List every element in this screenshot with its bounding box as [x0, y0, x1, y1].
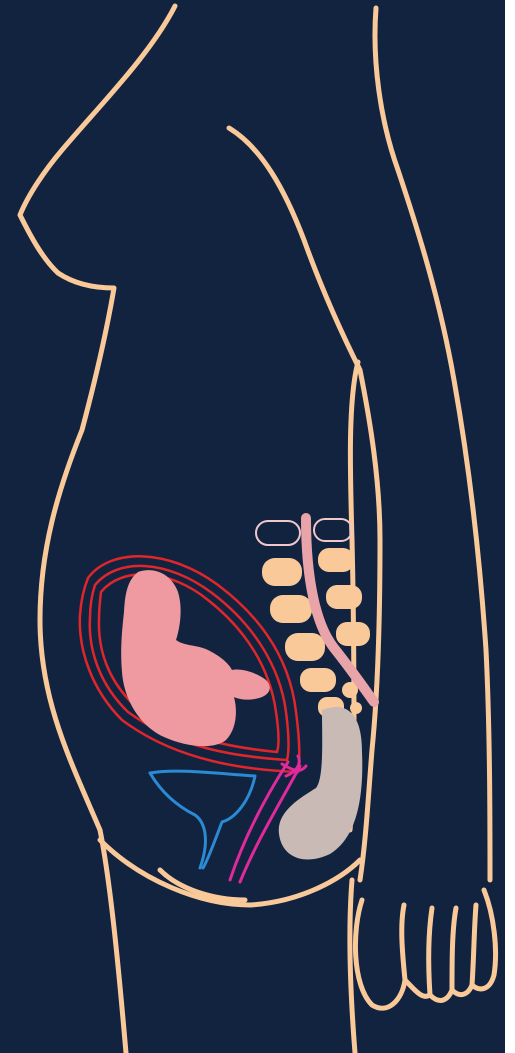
vertebra [300, 668, 336, 692]
vertebra [262, 558, 302, 586]
vertebra [326, 585, 362, 609]
vertebra [285, 633, 325, 661]
vertebra [336, 622, 370, 646]
vertebra [270, 595, 312, 623]
finger-1 [402, 905, 405, 980]
right-edge-strip [505, 0, 515, 1053]
coccyx-segment [350, 702, 362, 714]
vertebra [318, 548, 354, 572]
